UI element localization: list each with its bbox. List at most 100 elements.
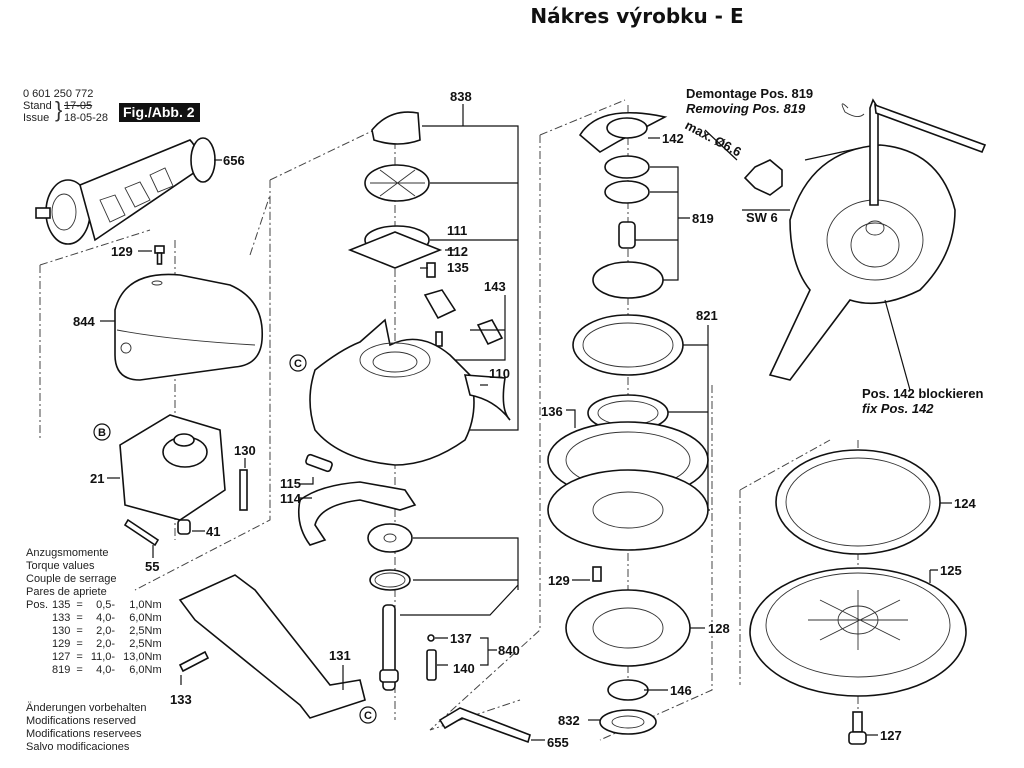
label-111: 111 (447, 223, 467, 238)
label-840: 840 (498, 643, 520, 658)
torque-heading-es: Pares de apriete (26, 586, 107, 598)
part-hex-key (438, 707, 531, 744)
part-pin-group-840 (426, 634, 437, 681)
torque-equals: = (76, 612, 83, 624)
label-125: 125 (940, 563, 962, 578)
part-pin (435, 331, 443, 347)
demontage-note: Demontage Pos. 819 Removing Pos. 819 (686, 86, 813, 116)
torque-pos-label: Pos. (26, 599, 49, 611)
label-143: 143 (484, 279, 506, 294)
part-spindle-stack (547, 111, 709, 735)
modifications-es: Salvo modificaciones (26, 741, 130, 753)
assembly-frame-left (39, 194, 271, 591)
torque-max: 2,5Nm (129, 638, 162, 650)
assembly-frame-right-b (739, 439, 831, 685)
leader-lines (100, 104, 952, 741)
label-838: 838 (450, 89, 472, 104)
torque-pos-label (26, 612, 52, 625)
torque-row: 819=4,0-6,0Nm (26, 664, 162, 677)
part-spring-115 (305, 453, 333, 473)
part-screw-133 (178, 650, 210, 673)
stand-issue-labels: Stand Issue (23, 100, 52, 124)
removing-text: Removing Pos. 819 (686, 101, 806, 116)
torque-separator: - (111, 625, 116, 637)
torque-min: 4,0 (96, 612, 112, 624)
torque-max: 6,0Nm (129, 612, 162, 624)
torque-separator: - (111, 612, 116, 624)
label-133: 133 (170, 692, 192, 707)
label-819: 819 (692, 211, 714, 226)
part-pad-ring-124 (775, 449, 941, 555)
issue-value: 18-05-28 (64, 112, 109, 124)
max-diameter-note: max. Ø6.6 (683, 117, 744, 159)
label-135: 135 (447, 260, 469, 275)
label-129b: 129 (548, 573, 570, 588)
label-115: 115 (280, 476, 301, 491)
modifications-fr: Modifications reservees (26, 728, 142, 740)
part-bearing-spindle (367, 523, 413, 691)
label-112: 112 (447, 244, 468, 259)
stand-issue-values: 17-05 18-05-28 (64, 100, 108, 124)
stand-label: Stand (23, 100, 52, 112)
label-131: 131 (329, 648, 351, 663)
torque-pos-label (26, 664, 52, 677)
label-114: 114 (280, 491, 302, 506)
part-deflector-110 (463, 374, 511, 421)
circle-label-b: B (93, 423, 111, 441)
torque-values-table: Anzugsmomente Torque values Couple de se… (26, 547, 162, 677)
torque-position: 130 (52, 625, 71, 637)
label-124: 124 (954, 496, 976, 511)
part-brush (476, 319, 504, 346)
label-41: 41 (206, 524, 220, 539)
label-137: 137 (450, 631, 472, 646)
modifications-note: Änderungen vorbehalten Modifications res… (26, 702, 146, 754)
torque-pos-label (26, 625, 52, 638)
svg-text:B: B (98, 427, 106, 439)
label-142: 142 (662, 131, 684, 146)
torque-separator: - (111, 664, 116, 676)
part-motor-housing (119, 414, 248, 547)
torque-min: 2,0 (96, 638, 112, 650)
modifications-en: Modifications reserved (26, 715, 137, 727)
document-number: 0 601 250 772 (23, 88, 94, 100)
torque-pos-label (26, 651, 52, 664)
brace-icon: } (55, 97, 63, 122)
part-gear-cap (347, 111, 443, 269)
stand-old-value: 17-05 (64, 100, 93, 112)
torque-equals: = (76, 664, 83, 676)
label-130: 130 (234, 443, 256, 458)
torque-row: 133 = 4,0- 6,0Nm (26, 612, 162, 625)
torque-min: 2,0 (96, 625, 112, 637)
svg-text:C: C (364, 710, 372, 722)
torque-row: Pos.135=0,5-1,0Nm (26, 599, 162, 612)
part-cover (114, 273, 263, 381)
part-screw-127 (848, 711, 867, 745)
torque-position: 819 (52, 664, 71, 676)
label-146: 146 (670, 683, 692, 698)
torque-min: 11,0 (90, 651, 112, 663)
label-127: 127 (880, 728, 902, 743)
torque-min: 4,0 (96, 664, 112, 676)
torque-heading-de: Anzugsmomente (26, 547, 109, 559)
torque-max: 1,0Nm (129, 599, 162, 611)
block-de-text: Pos. 142 blockieren (862, 386, 984, 401)
torque-equals: = (76, 625, 83, 637)
torque-position: 133 (52, 612, 71, 624)
label-832: 832 (558, 713, 580, 728)
torque-max: 13,0Nm (123, 651, 162, 663)
label-821: 821 (696, 308, 718, 323)
circle-label-c2: C (359, 706, 377, 724)
label-55: 55 (145, 559, 159, 574)
circle-label-c1: C (289, 354, 307, 372)
torque-row: 130 = 2,0- 2,5Nm (26, 625, 162, 638)
torque-separator: - (111, 638, 116, 650)
torque-max: 2,5Nm (129, 625, 162, 637)
sw-note: SW 6 (746, 210, 778, 225)
label-656: 656 (223, 153, 245, 168)
torque-heading-en: Torque values (26, 560, 95, 572)
torque-position: 135 (52, 599, 71, 611)
part-clamp-band (297, 481, 417, 546)
torque-heading-fr: Couple de serrage (26, 573, 117, 585)
